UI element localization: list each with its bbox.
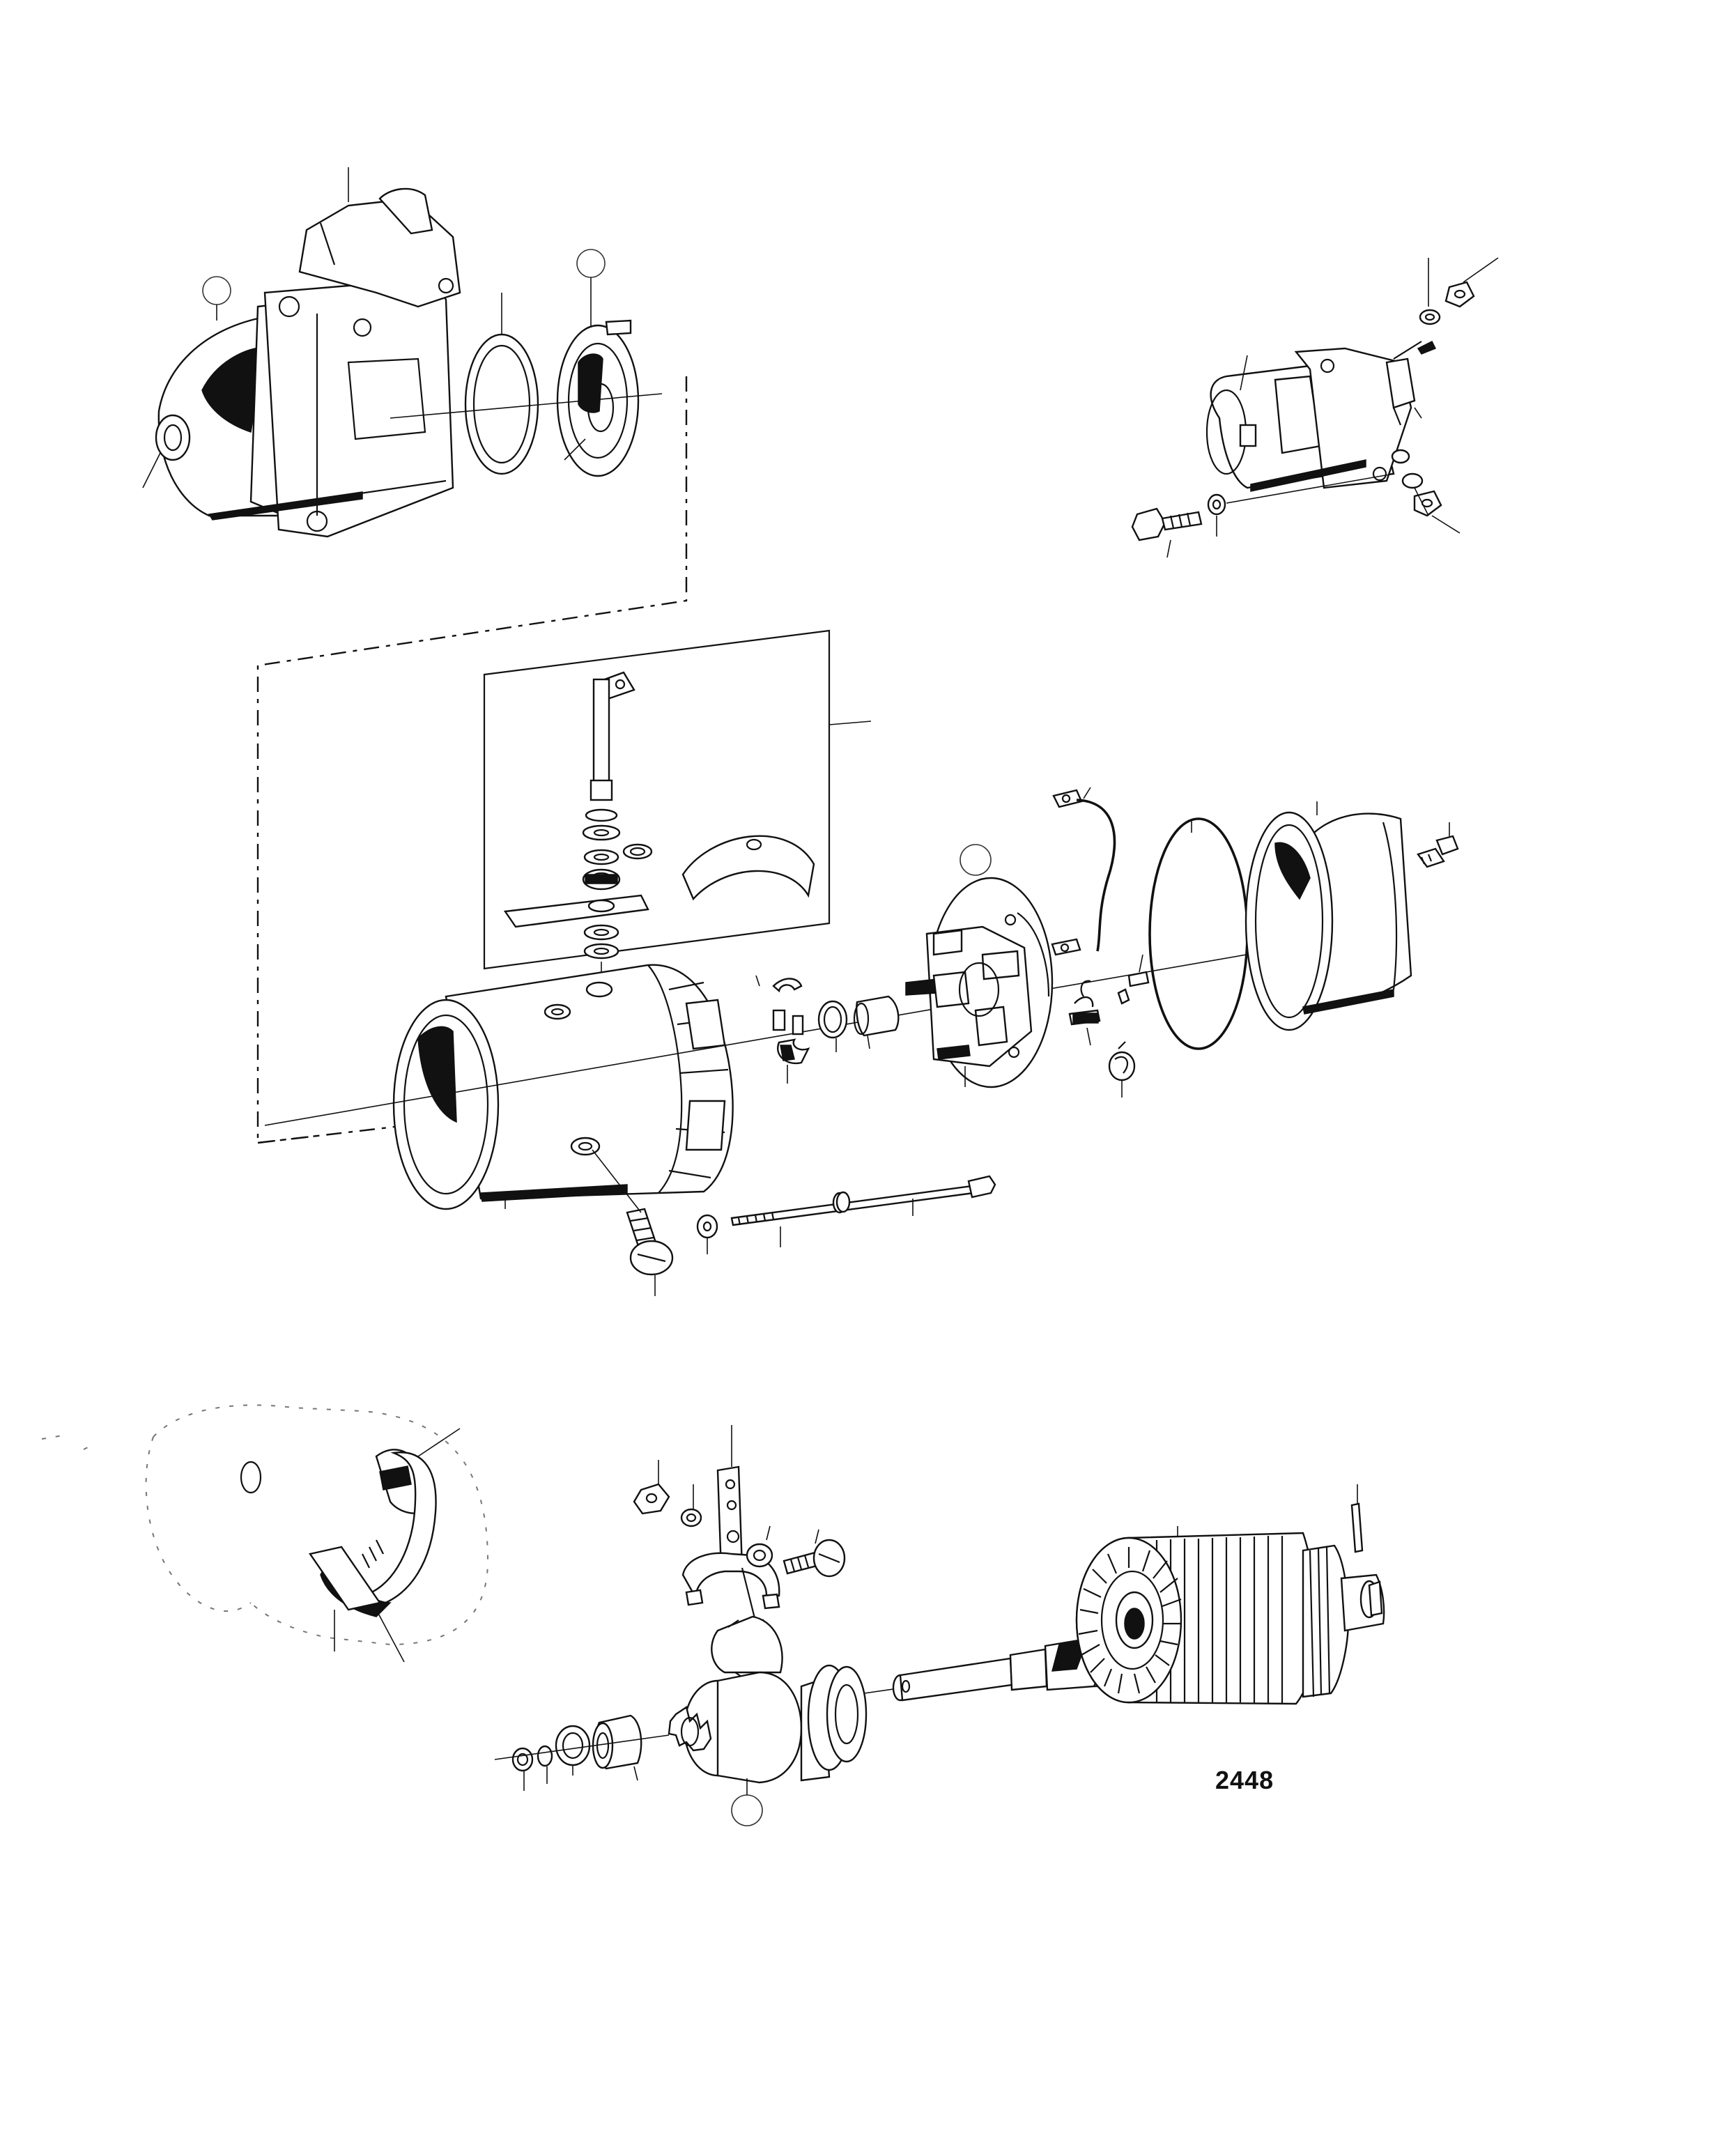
fork-nut-and-washer bbox=[633, 1460, 702, 1527]
callout-circle bbox=[960, 844, 992, 876]
armature-assembly bbox=[892, 1484, 1385, 1705]
armature-end-windings bbox=[1078, 1547, 1182, 1694]
pivot-screw bbox=[746, 1525, 846, 1578]
commutator-end-plate bbox=[905, 877, 1054, 1088]
intermediate-bearing-plate bbox=[556, 319, 640, 477]
figure-reference-number: 2448 bbox=[1215, 1766, 1274, 1794]
pinion-drive-assembly bbox=[668, 1615, 914, 1784]
brush-end-small-parts bbox=[755, 975, 900, 1084]
pole-shoe-screw bbox=[592, 1149, 674, 1296]
field-connector-strap bbox=[1051, 787, 1116, 956]
solenoid-assembly bbox=[1131, 281, 1475, 541]
plunger-pin-kit bbox=[503, 671, 815, 983]
field-frame-yoke bbox=[392, 964, 734, 1210]
o-ring-seal bbox=[1148, 817, 1249, 1050]
stop-collar-and-washers bbox=[494, 1714, 670, 1791]
brushes-and-springs bbox=[1068, 954, 1150, 1098]
end-cover-cap bbox=[1245, 801, 1412, 1031]
callout-circle bbox=[202, 276, 231, 305]
leader-lines bbox=[1166, 257, 1499, 558]
end-cover-screw bbox=[1417, 822, 1459, 868]
drive-end-housing bbox=[155, 187, 461, 538]
through-bolts bbox=[696, 1175, 996, 1254]
callout-circle bbox=[576, 249, 606, 278]
leader-lines bbox=[142, 167, 592, 488]
spacer-ring bbox=[464, 333, 539, 475]
shift-lever-fork bbox=[681, 1425, 780, 1640]
kit-frame bbox=[483, 629, 872, 970]
callout-circle bbox=[731, 1794, 763, 1826]
grouping-frames bbox=[256, 376, 688, 1144]
field-coil-inset bbox=[41, 1404, 489, 1663]
